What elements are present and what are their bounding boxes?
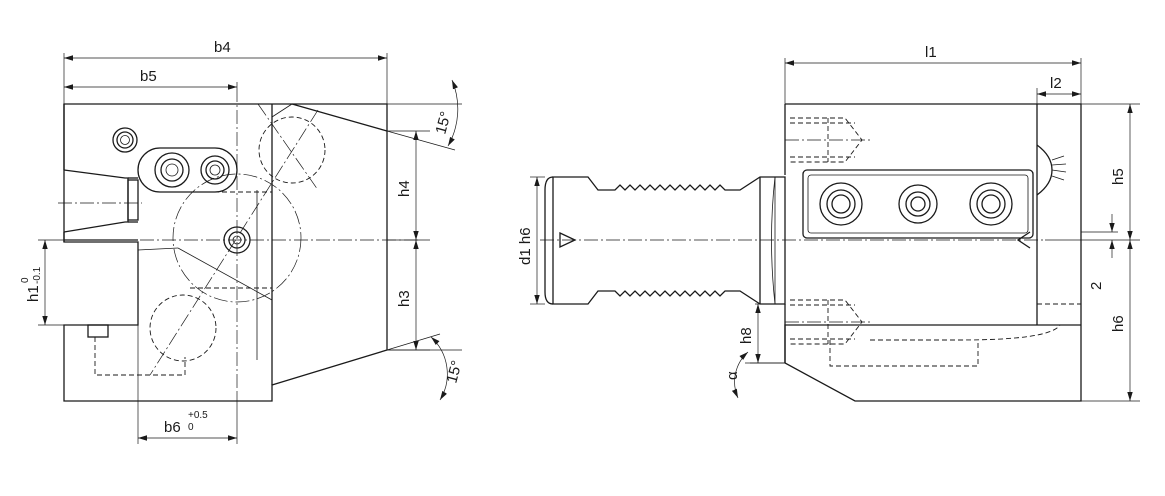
side-shank-front: [544, 176, 554, 305]
front-dimensions: b4 b5 b6 +0.5 0 h1 0 -0.1 h4: [20, 39, 466, 444]
front-eccentric-group: [137, 147, 238, 193]
front-diagonal-1: [177, 247, 273, 301]
dim-label-h8: h8: [738, 327, 755, 344]
front-screw-small: [112, 127, 138, 153]
side-cone: [1016, 231, 1031, 249]
side-view: [540, 103, 1082, 402]
front-bottom-tongue: [94, 337, 186, 376]
side-plunger: [1036, 144, 1053, 196]
dim-label-h5: h5: [1110, 168, 1127, 185]
front-tool-circle-upper: [258, 116, 326, 184]
front-top-wedge: [291, 103, 388, 132]
dim-label-two: 2: [1088, 282, 1105, 290]
side-shank-collar-curve: [771, 176, 776, 305]
dim-label-angle-bottom: 15°: [443, 359, 465, 385]
front-top-wedge-2: [271, 103, 293, 118]
side-hidden-key: [829, 340, 979, 367]
front-body-outline: [63, 103, 388, 402]
side-hidden-slot: [1036, 240, 1081, 305]
dim-label-angle-top: 15°: [432, 110, 454, 136]
dim-label-b6-tol-upper: +0.5: [188, 410, 208, 421]
side-center-tip: [559, 231, 577, 249]
dim-label-h1-tol-upper: 0: [20, 277, 31, 283]
front-centerline-diag-2: [257, 103, 319, 191]
side-hidden-curve: [870, 324, 1061, 341]
front-diagonal-2: [137, 247, 179, 251]
side-dimensions: l1 l2 h5 h6 2 d1 h6: [517, 44, 1140, 402]
side-clamp-plate: [802, 169, 1034, 239]
dim-label-d1h6: d1 h6: [517, 227, 534, 265]
dim-label-h1-tol-lower: -0.1: [32, 266, 43, 284]
dim-label-h1: h1: [25, 285, 42, 302]
side-shank-outline: [552, 176, 786, 305]
front-view: [58, 88, 420, 402]
side-screw-3: [969, 182, 1013, 226]
dim-label-b6-tol-lower: 0: [188, 422, 194, 433]
dim-label-l2: l2: [1050, 75, 1062, 92]
dim-label-h3: h3: [396, 290, 413, 307]
side-screw-1: [819, 182, 863, 226]
dim-label-b6: b6: [164, 419, 181, 436]
dim-label-b5: b5: [140, 68, 157, 85]
dim-label-alpha: α: [724, 371, 741, 380]
dim-label-b4: b4: [214, 39, 231, 56]
front-tool-circle-lower: [149, 294, 217, 362]
dim-label-h6: h6: [1110, 315, 1127, 332]
dim-label-h4: h4: [396, 180, 413, 197]
side-clamp-plate-inner: [807, 174, 1029, 234]
front-center-screw: [223, 226, 251, 254]
side-bottom-step: [784, 324, 1081, 363]
front-bottom-key: [87, 324, 109, 338]
front-clamp-insert: [127, 179, 139, 221]
side-screw-2: [898, 184, 938, 224]
front-tool-circle-large: [172, 173, 302, 303]
front-clamp-block: [63, 169, 129, 233]
dim-label-l1: l1: [925, 44, 937, 61]
